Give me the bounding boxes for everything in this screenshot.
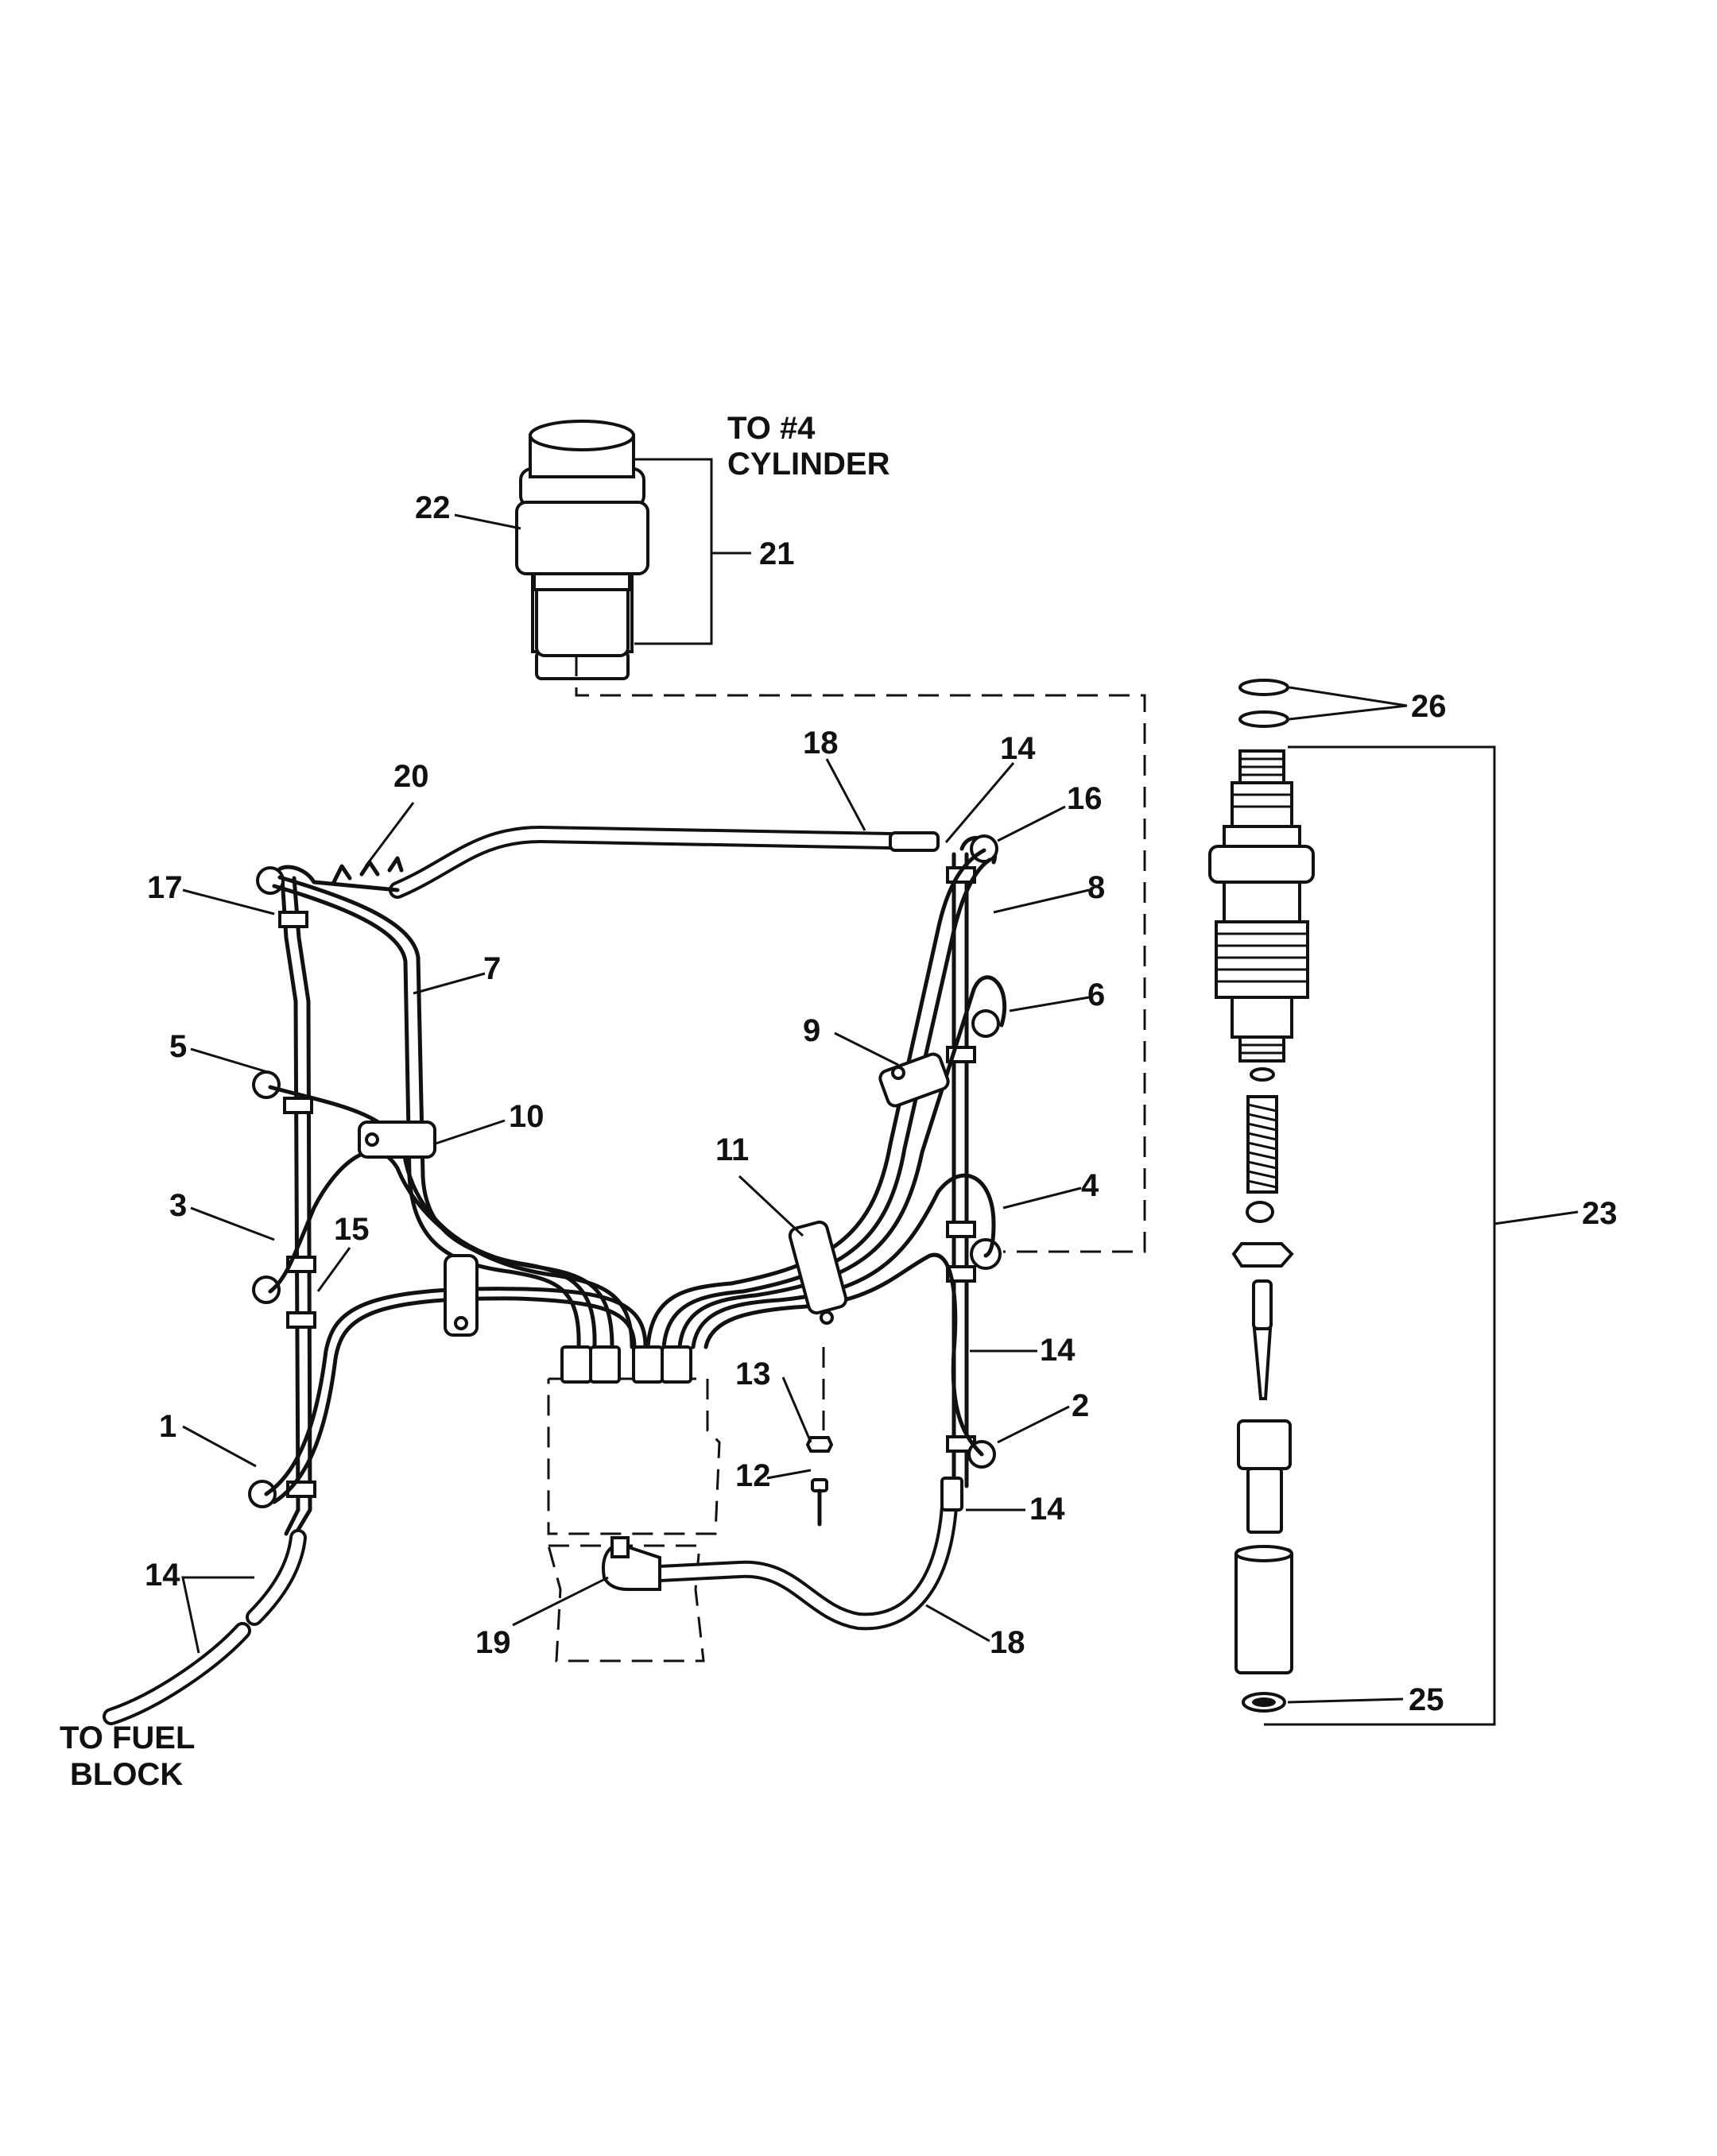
fuel-injector-exploded [1208,679,1315,1713]
callout-3: 3 [169,1188,187,1223]
bracket-21 [634,458,713,645]
callout-1: 1 [159,1409,176,1444]
callout-4: 4 [1081,1168,1099,1203]
callout-13: 13 [735,1357,771,1392]
callout-25: 25 [1409,1682,1444,1717]
callout-17: 17 [147,870,183,905]
callout-5: 5 [169,1029,187,1064]
callout-leaders [181,758,1090,1654]
callout-2: 2 [1072,1388,1089,1423]
note-to-fuel-block-line1: TO FUEL [60,1721,195,1755]
callout-18-top: 18 [803,726,839,761]
callout-7: 7 [483,951,501,986]
dashed-line-cylinder [575,656,1146,1253]
note-to-fuel-block-line2: BLOCK [70,1757,183,1792]
note-to-cylinder-line1: TO #4 [727,411,816,446]
callout-21: 21 [759,536,795,571]
callout-23: 23 [1582,1196,1618,1231]
cylinder-adapter-part [515,420,649,680]
callout-10: 10 [509,1099,545,1134]
callout-8: 8 [1087,870,1105,905]
callout-26: 26 [1411,689,1447,724]
callout-numbers: 22 21 26 18 14 20 16 17 8 7 6 5 9 10 4 3… [145,490,1618,1717]
leader-22 [454,513,521,530]
callout-11: 11 [715,1132,749,1167]
clamps [358,1052,950,1337]
callout-6: 6 [1087,977,1105,1012]
callout-14-top: 14 [1000,731,1036,766]
callout-9: 9 [803,1013,820,1048]
injection-lines-assembly [103,825,1007,1725]
callout-19: 19 [475,1625,511,1660]
callout-12: 12 [735,1458,771,1493]
leader-25 [1287,1697,1404,1704]
callout-15: 15 [334,1212,370,1247]
leader-23 [1494,1210,1579,1225]
leader-26b [1289,704,1408,721]
callout-14-left: 14 [145,1558,180,1593]
note-to-cylinder-line2: CYLINDER [727,447,890,482]
callout-16: 16 [1067,781,1103,816]
callout-14-lower-right: 14 [1029,1492,1065,1527]
callout-14-right: 14 [1040,1333,1076,1368]
callout-18-bottom: 18 [990,1625,1025,1660]
bracket-23 [1264,745,1496,1726]
callout-22: 22 [415,490,451,525]
leader-26a [1289,686,1408,707]
callout-20: 20 [393,759,429,794]
